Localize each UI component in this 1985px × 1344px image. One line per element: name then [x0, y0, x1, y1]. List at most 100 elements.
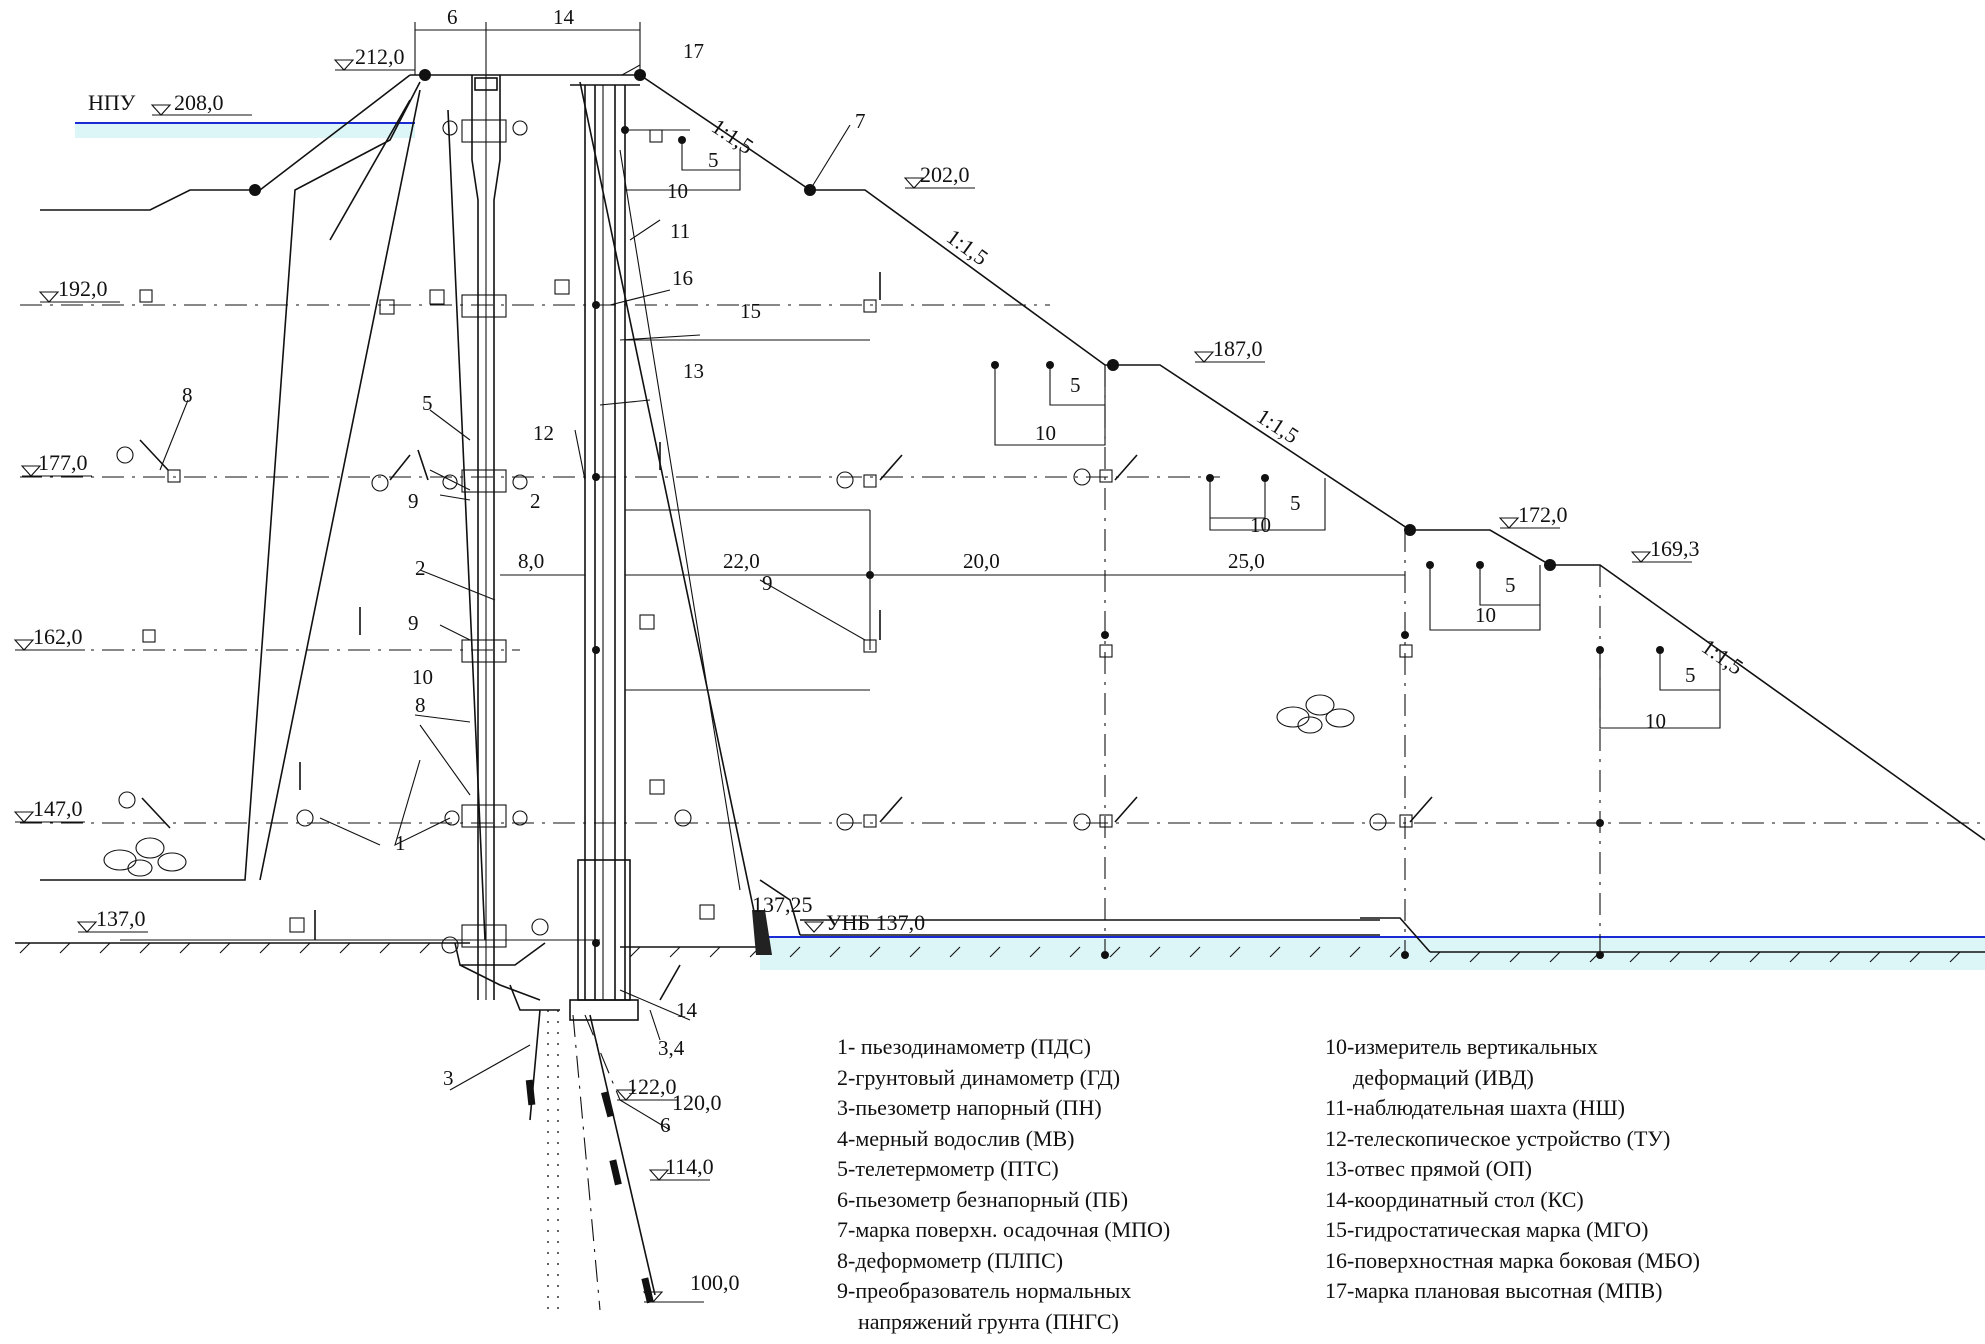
slope-label-3: 1:1,5 — [1252, 403, 1303, 448]
label-177: 177,0 — [38, 450, 88, 475]
circle-instruments — [116, 446, 1387, 954]
legend-item-11: 11-наблюдательная шахта (НШ) — [1325, 1095, 1625, 1120]
dim-5-d: 5 — [1505, 573, 1516, 597]
label-crest: 212,0 — [355, 44, 405, 69]
elevation-triangles — [13, 59, 1692, 1303]
label-147: 147,0 — [33, 796, 83, 821]
dim-5-a: 5 — [708, 148, 719, 172]
callout-11: 11 — [670, 219, 690, 243]
callout-5: 5 — [422, 391, 433, 415]
dim-10-c: 10 — [1250, 513, 1271, 537]
dim-10-d: 10 — [1475, 603, 1496, 627]
dim-5-b: 5 — [1070, 373, 1081, 397]
instrument-symbols — [103, 69, 1664, 959]
elevation-labels: 212,0 НПУ 208,0 202,0 192,0 187,0 177,0 … — [33, 44, 1700, 1295]
label-114: 114,0 — [665, 1154, 714, 1179]
callout-3-4: 3,4 — [658, 1036, 685, 1060]
dim-8: 8,0 — [518, 549, 544, 573]
label-npu: НПУ — [88, 90, 136, 115]
callout-9c: 9 — [762, 571, 773, 595]
downstream-water — [760, 936, 1985, 970]
callout-leaders — [159, 64, 866, 1131]
slope-label-2: 1:1,5 — [942, 224, 993, 270]
label-172: 172,0 — [1518, 502, 1568, 527]
dim-5-e: 5 — [1685, 663, 1696, 687]
vertical-instrument-lines — [625, 129, 1601, 952]
label-137-25: 137,25 — [752, 892, 813, 917]
legend-item-16: 16-поверхностная марка боковая (МБО) — [1325, 1248, 1700, 1273]
settlement-points — [592, 126, 1664, 959]
piezometer-wells — [525, 1009, 656, 1311]
legend: 1- пьезодинамометр (ПДС) 2-грунтовый дин… — [837, 1034, 1700, 1334]
label-100: 100,0 — [690, 1270, 740, 1295]
dim-6: 6 — [447, 5, 458, 29]
callout-14: 14 — [676, 998, 698, 1022]
legend-item-9-cont: напряжений грунта (ПНГС) — [858, 1309, 1119, 1334]
legend-item-13: 13-отвес прямой (ОП) — [1325, 1156, 1532, 1181]
deformometer-symbols — [139, 272, 1433, 940]
callout-labels: 1 2 2 3 3,4 5 6 7 8 8 9 9 9 10 11 12 13 … — [182, 39, 866, 1137]
dim-10-b: 10 — [1035, 421, 1056, 445]
label-npu-value: 208,0 — [174, 90, 224, 115]
observation-shaft — [569, 84, 640, 1021]
legend-item-17: 17-марка плановая высотная (МПВ) — [1325, 1278, 1662, 1303]
callout-3: 3 — [443, 1066, 454, 1090]
dim-25: 25,0 — [1228, 549, 1265, 573]
legend-item-4: 4-мерный водослив (МВ) — [837, 1126, 1074, 1151]
label-120: 120,0 — [672, 1090, 722, 1115]
label-unb: УНБ 137,0 — [826, 910, 925, 935]
core-instrument-clusters — [442, 119, 528, 948]
elevation-axis-lines — [20, 304, 1985, 941]
label-162: 162,0 — [33, 624, 83, 649]
callout-10: 10 — [412, 665, 433, 689]
slope-labels: 1:1,5 1:1,5 1:1,5 1:1,5 — [707, 113, 1748, 679]
callout-9a: 9 — [408, 489, 419, 513]
callout-15: 15 — [740, 299, 761, 323]
legend-item-10: 10-измеритель вертикальных — [1325, 1034, 1598, 1059]
callout-2a: 2 — [415, 556, 426, 580]
legend-right-column: 10-измеритель вертикальных деформаций (И… — [1325, 1034, 1700, 1303]
dim-10-a: 10 — [667, 179, 688, 203]
legend-item-5: 5-телетермометр (ПТС) — [837, 1156, 1059, 1181]
dimension-labels: 6 14 5 10 5 10 5 10 5 10 5 10 8,0 22,0 2… — [447, 5, 1696, 733]
upstream-water — [75, 122, 415, 138]
dim-5-c: 5 — [1290, 491, 1301, 515]
callout-2b: 2 — [530, 489, 541, 513]
label-192: 192,0 — [58, 276, 108, 301]
label-137: 137,0 — [96, 906, 146, 931]
legend-item-1: 1- пьезодинамометр (ПДС) — [837, 1034, 1091, 1059]
legend-item-12: 12-телескопическое устройство (ТУ) — [1325, 1126, 1670, 1151]
callout-6: 6 — [660, 1113, 671, 1137]
callout-1: 1 — [395, 831, 406, 855]
label-187: 187,0 — [1213, 336, 1263, 361]
drainage-prism — [752, 910, 772, 955]
legend-item-14: 14-координатный стол (КС) — [1325, 1187, 1584, 1212]
surface-settlement-mark — [249, 69, 1556, 571]
dim-22: 22,0 — [723, 549, 760, 573]
dimension-lines — [414, 22, 1721, 729]
label-202: 202,0 — [920, 162, 970, 187]
legend-left-column: 1- пьезодинамометр (ПДС) 2-грунтовый дин… — [837, 1034, 1170, 1334]
label-122: 122,0 — [627, 1074, 677, 1099]
legend-item-7: 7-марка поверхн. осадочная (МПО) — [837, 1217, 1170, 1242]
stone-symbols — [103, 694, 1355, 877]
callout-7: 7 — [855, 109, 866, 133]
callout-12: 12 — [533, 421, 554, 445]
legend-item-10-cont: деформаций (ИВД) — [1353, 1065, 1534, 1090]
core-column — [471, 75, 501, 1000]
legend-item-15: 15-гидростатическая марка (МГО) — [1325, 1217, 1648, 1242]
callout-13: 13 — [683, 359, 704, 383]
legend-item-2: 2-грунтовый динамометр (ГД) — [837, 1065, 1120, 1090]
callout-16: 16 — [672, 266, 693, 290]
legend-item-6: 6-пьезометр безнапорный (ПБ) — [837, 1187, 1128, 1212]
gallery — [454, 942, 681, 1011]
dim-10-e: 10 — [1645, 709, 1666, 733]
ground-line — [15, 942, 1985, 963]
callout-8a: 8 — [182, 383, 193, 407]
dam-outline — [40, 74, 1985, 953]
legend-item-3: 3-пьезометр напорный (ПН) — [837, 1095, 1102, 1120]
label-169-3: 169,3 — [1650, 536, 1700, 561]
callout-8b: 8 — [415, 693, 426, 717]
legend-item-8: 8-деформометр (ПЛПС) — [837, 1248, 1063, 1273]
